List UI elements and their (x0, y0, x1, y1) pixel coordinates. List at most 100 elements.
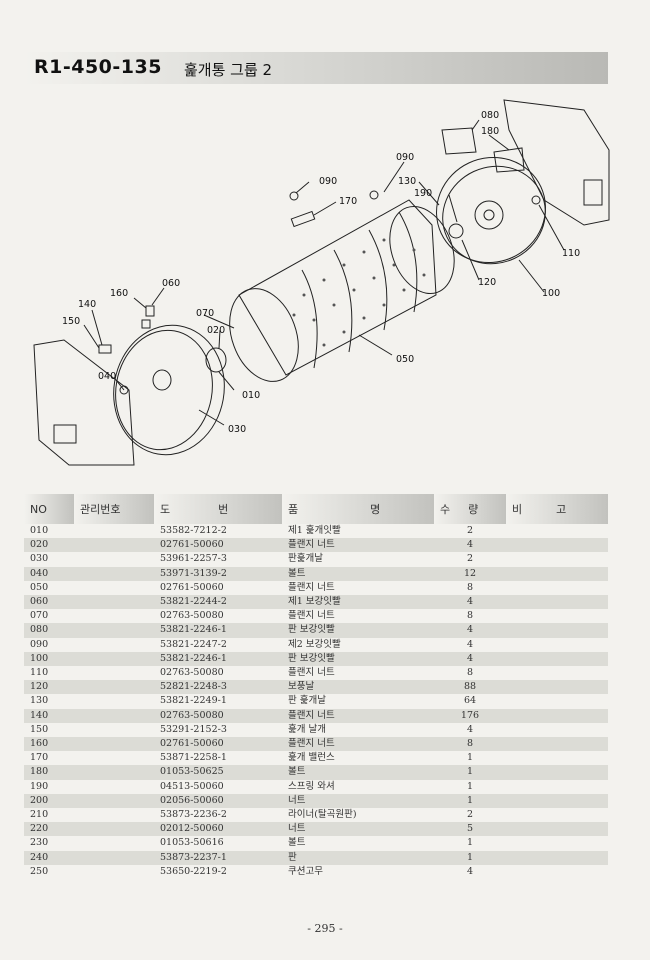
cell-qty: 4 (434, 637, 506, 652)
cell-name: 볼트 (282, 765, 434, 780)
cell-no: 040 (24, 566, 74, 581)
cell-note (506, 694, 608, 709)
cell-no: 070 (24, 609, 74, 624)
cell-qty: 88 (434, 680, 506, 695)
cell-note (506, 524, 608, 539)
cell-mgmt (74, 666, 154, 681)
cell-no: 120 (24, 680, 74, 695)
cell-mgmt (74, 793, 154, 809)
callout-050: 050 (396, 354, 414, 365)
cell-note (506, 595, 608, 610)
cell-no: 230 (24, 836, 74, 851)
blade-170 (290, 210, 316, 228)
cell-mgmt (74, 722, 154, 738)
header-mgmt-number: 관리번호 (74, 494, 154, 524)
hub-flange-010 (205, 347, 227, 373)
cell-no: 030 (24, 552, 74, 567)
cell-qty: 8 (434, 666, 506, 681)
header-no: NO (24, 494, 74, 524)
cell-name: 플랜지 너트 (282, 580, 434, 596)
cell-no: 080 (24, 623, 74, 638)
page-number: - 295 - (307, 922, 343, 935)
part-060 (145, 305, 155, 317)
cell-note (506, 708, 608, 723)
cell-qty: 176 (434, 708, 506, 723)
cell-no: 090 (24, 637, 74, 652)
cell-drawing: 02761-50060 (154, 580, 282, 596)
callout-010: 010 (242, 390, 260, 401)
cell-mgmt (74, 680, 154, 695)
right-disc-hub-bore (483, 209, 495, 221)
cell-mgmt (74, 836, 154, 851)
cell-drawing: 53821-2246-1 (154, 651, 282, 667)
cell-qty: 2 (434, 552, 506, 567)
cell-name: 볼트 (282, 566, 434, 581)
cell-note (506, 808, 608, 823)
cell-drawing: 53873-2237-1 (154, 850, 282, 865)
cell-name: 플랜지 너트 (282, 538, 434, 553)
callout-150: 150 (62, 316, 80, 327)
cell-name: 플랜지 너트 (282, 737, 434, 752)
right-frame-plate (503, 99, 610, 226)
cell-qty: 1 (434, 836, 506, 851)
plate-080 (441, 127, 477, 155)
cell-qty: 1 (434, 793, 506, 809)
cell-drawing: 53871-2258-1 (154, 751, 282, 766)
cell-name: 보풍날 (282, 680, 434, 695)
cell-note (506, 864, 608, 880)
callout-130: 130 (398, 176, 416, 187)
cell-drawing: 01053-50616 (154, 836, 282, 851)
callout-090-right: 090 (396, 152, 414, 163)
drum-050 (238, 199, 437, 376)
cell-mgmt (74, 751, 154, 766)
cell-no: 010 (24, 524, 74, 539)
cell-note (506, 793, 608, 809)
cell-qty: 1 (434, 765, 506, 780)
cell-qty: 4 (434, 538, 506, 553)
cell-qty: 1 (434, 779, 506, 794)
plate-180 (493, 147, 525, 173)
cell-note (506, 836, 608, 851)
cell-note (506, 538, 608, 553)
section-header: R1-450-135 훑개통 그룹 2 (24, 52, 608, 84)
cell-mgmt (74, 850, 154, 865)
cell-no: 020 (24, 538, 74, 553)
callout-020: 020 (207, 325, 225, 336)
cell-mgmt (74, 737, 154, 752)
cell-drawing: 01053-50625 (154, 765, 282, 780)
cell-no: 170 (24, 751, 74, 766)
left-frame-plate (33, 339, 135, 466)
cell-mgmt (74, 595, 154, 610)
cell-qty: 1 (434, 850, 506, 865)
cell-drawing: 53650-2219-2 (154, 864, 282, 880)
cell-name: 판 보강잇빨 (282, 623, 434, 638)
left-frame-bracket (53, 424, 77, 444)
cell-drawing: 53291-2152-3 (154, 722, 282, 738)
cell-note (506, 737, 608, 752)
cell-drawing: 04513-50060 (154, 779, 282, 794)
cell-note (506, 580, 608, 596)
part-160 (141, 319, 151, 329)
callout-070: 070 (196, 308, 214, 319)
cell-mgmt (74, 765, 154, 780)
cell-no: 190 (24, 779, 74, 794)
cell-mgmt (74, 637, 154, 652)
part-group-code: R1-450-135 (34, 56, 162, 78)
callout-060: 060 (162, 278, 180, 289)
cell-name: 라이너(탈곡원판) (282, 808, 434, 823)
cell-note (506, 552, 608, 567)
cell-name: 판훑개날 (282, 552, 434, 567)
